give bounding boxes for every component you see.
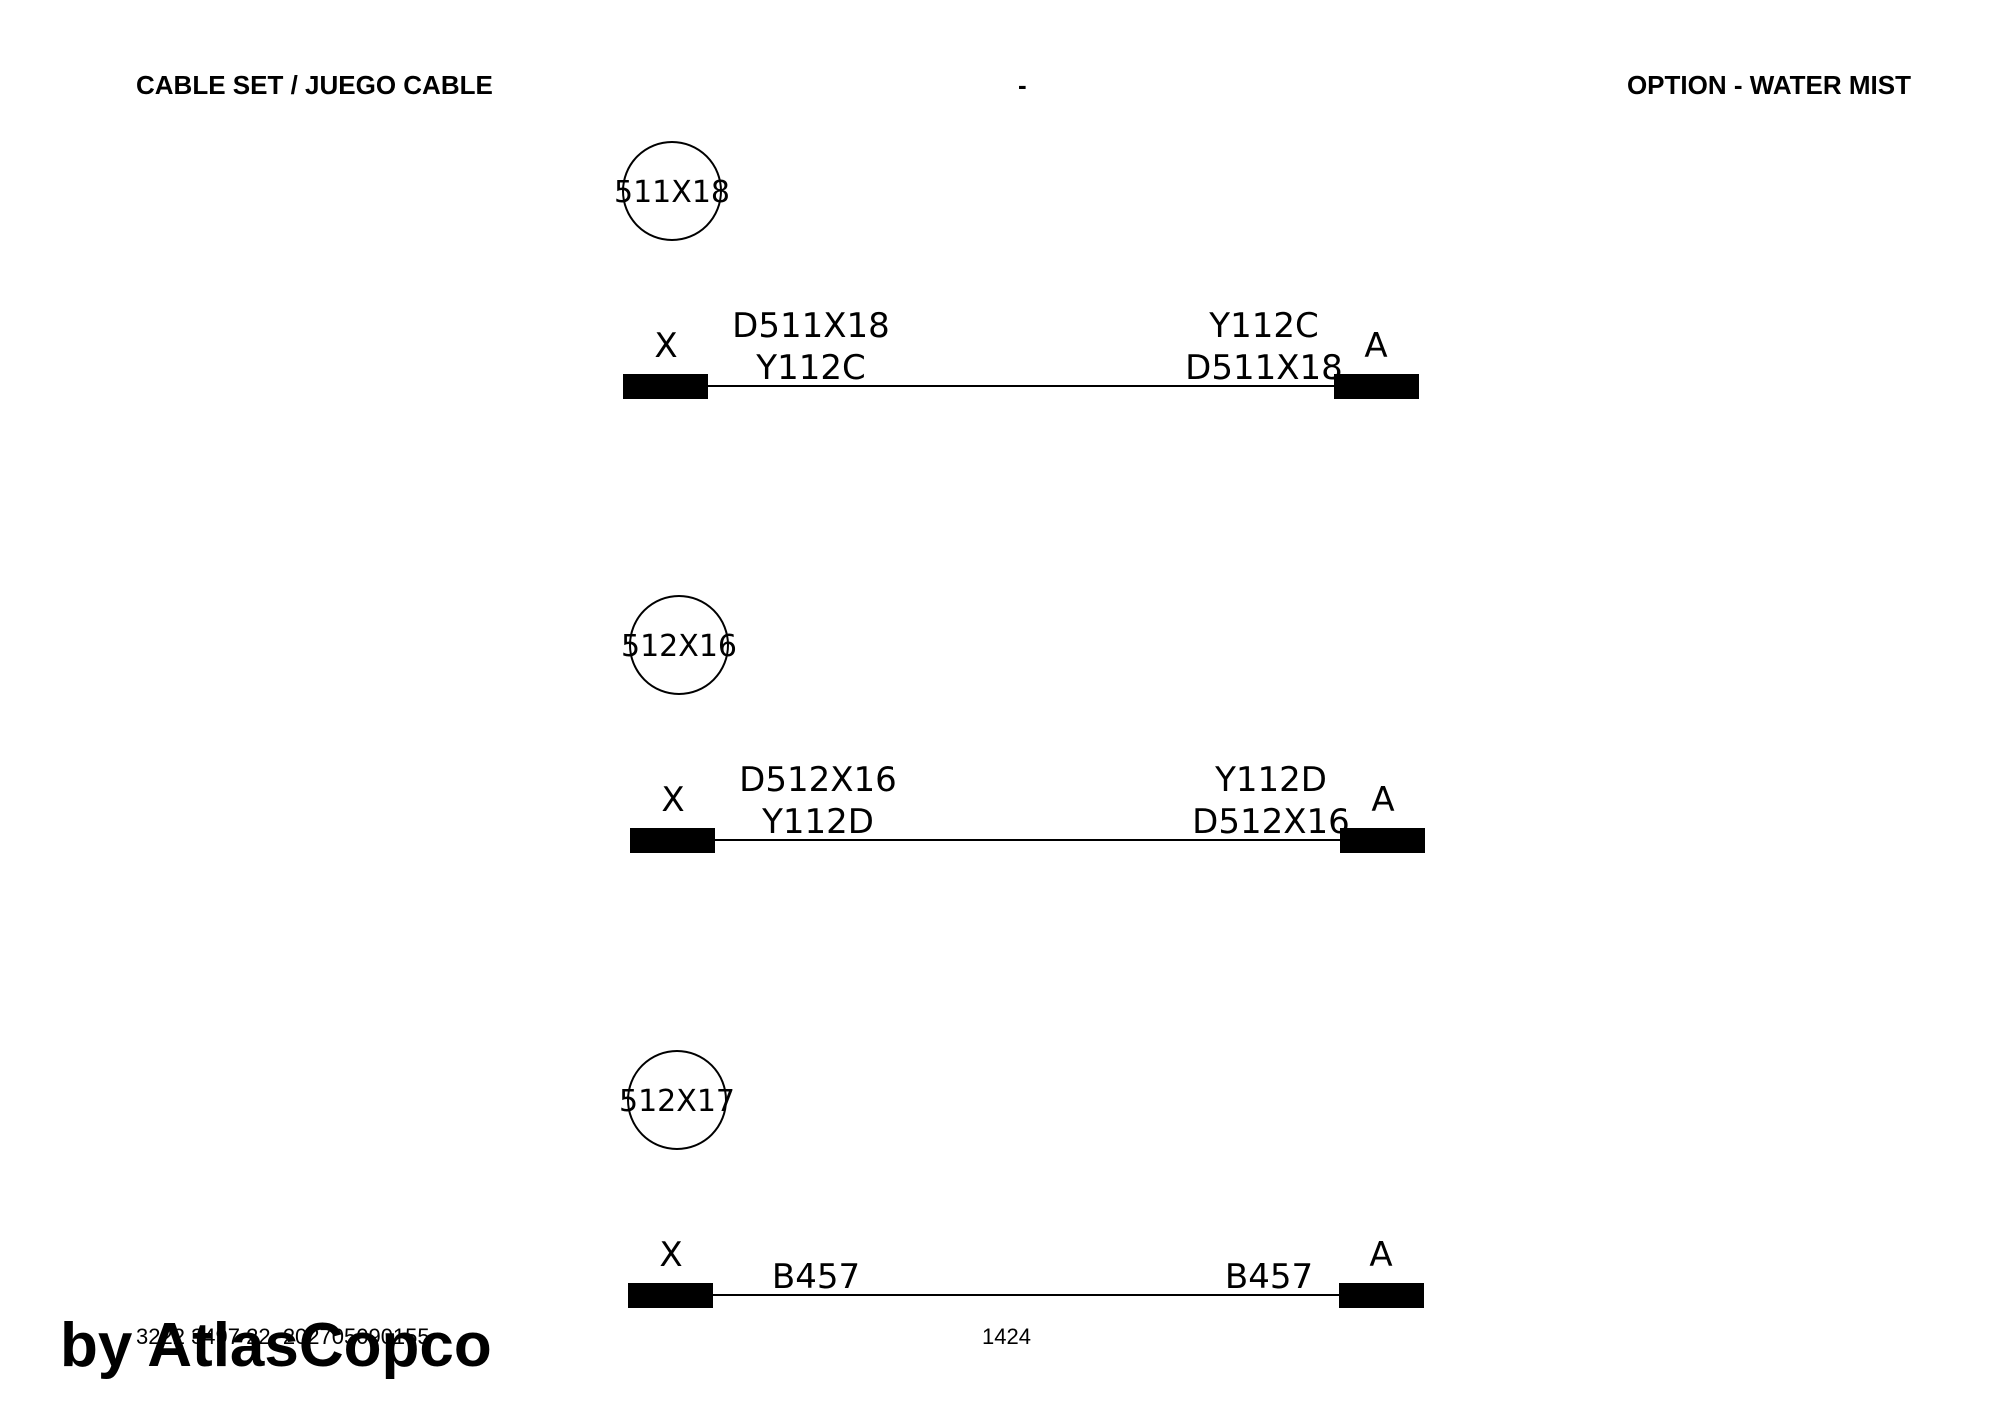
connector-left — [623, 374, 708, 399]
header-separator: - — [1018, 70, 1027, 100]
connector-left — [628, 1283, 713, 1308]
page-number: 1424 — [982, 1324, 1031, 1349]
wire-right-label-1: Y112D — [1214, 760, 1327, 800]
cable-id-label: 512X17 — [619, 1084, 735, 1119]
connector-right-end-label: A — [1371, 780, 1394, 820]
cable-id-label: 511X18 — [614, 175, 730, 210]
connector-right — [1340, 828, 1425, 853]
cable-512x17: 512X17 X A B457 B457 — [619, 1050, 1424, 1308]
brand-watermark: by AtlasCopco — [60, 1311, 492, 1380]
connector-left-end-label: X — [659, 1235, 682, 1275]
wire-right-label-1: B457 — [1225, 1257, 1313, 1297]
wire-left-label-1: B457 — [772, 1257, 860, 1297]
wire-left-label-2: Y112D — [761, 802, 874, 842]
connector-left-end-label: X — [654, 326, 677, 366]
wire-right-label-1: Y112C — [1208, 306, 1318, 346]
cable-512x16: 512X16 X A D512X16 Y112D Y112D D512X16 — [621, 595, 1425, 853]
cable-id-circle — [629, 595, 729, 695]
document-code: 3222 3497 22_202705090155 — [136, 1324, 430, 1349]
wire-left-label-1: D512X16 — [739, 760, 897, 800]
header-title-right: OPTION - WATER MIST — [1626, 70, 1911, 100]
connector-right-end-label: A — [1369, 1235, 1392, 1275]
connector-right-end-label: A — [1364, 326, 1387, 366]
connector-left-end-label: X — [661, 780, 684, 820]
wire-right-label-2: D512X16 — [1192, 802, 1350, 842]
cable-id-circle — [627, 1050, 727, 1150]
wire-left-label-2: Y112C — [755, 348, 865, 388]
connector-right — [1334, 374, 1419, 399]
connector-right — [1339, 1283, 1424, 1308]
connector-left — [630, 828, 715, 853]
header-title-left: CABLE SET / JUEGO CABLE — [136, 70, 493, 100]
cable-id-label: 512X16 — [621, 629, 737, 664]
wire-right-label-2: D511X18 — [1185, 348, 1343, 388]
cable-id-circle — [622, 141, 722, 241]
cable-511x18: 511X18 X A D511X18 Y112C Y112C D511X18 — [614, 141, 1419, 399]
wire-left-label-1: D511X18 — [732, 306, 890, 346]
